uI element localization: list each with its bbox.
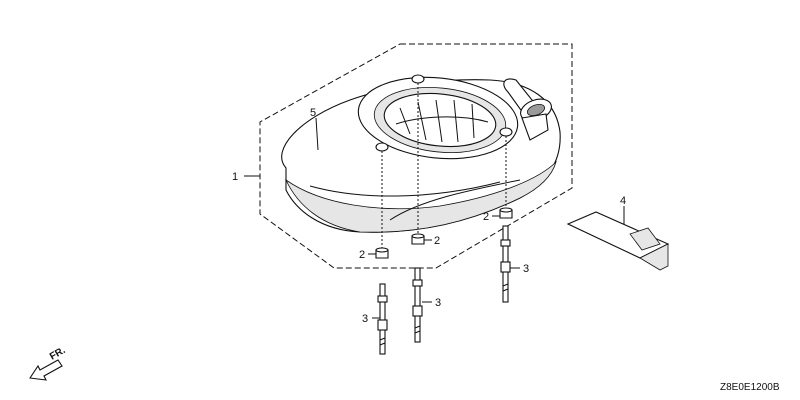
front-direction-arrow: FR. <box>29 345 68 381</box>
front-direction-label: FR. <box>48 345 68 363</box>
callout-3-right: 3 <box>523 263 529 275</box>
callout-2-right: 2 <box>483 211 489 223</box>
assembly-boundary <box>259 43 573 269</box>
callout-1: 1 <box>232 171 238 183</box>
stud-center <box>412 267 423 343</box>
nut-left <box>375 247 389 259</box>
callout-2-left: 2 <box>359 249 365 261</box>
drawing-code: Z8E0E1200B <box>720 382 780 393</box>
stud-left <box>377 283 388 355</box>
callout-3-center: 3 <box>435 297 441 309</box>
callout-5: 5 <box>310 107 316 119</box>
mount-hole-right <box>499 127 513 137</box>
filler-neck <box>503 78 552 141</box>
plate-part <box>566 211 670 271</box>
stud-right <box>500 225 511 303</box>
nut-center <box>411 233 425 245</box>
mount-hole-top <box>411 74 425 84</box>
nut-right <box>499 207 513 219</box>
callout-2-center: 2 <box>434 235 440 247</box>
fan-cover-housing <box>281 76 561 233</box>
callout-4: 4 <box>620 195 626 207</box>
leader-5 <box>315 117 319 151</box>
mount-hole-left <box>375 142 389 152</box>
callout-3-left: 3 <box>362 313 368 325</box>
